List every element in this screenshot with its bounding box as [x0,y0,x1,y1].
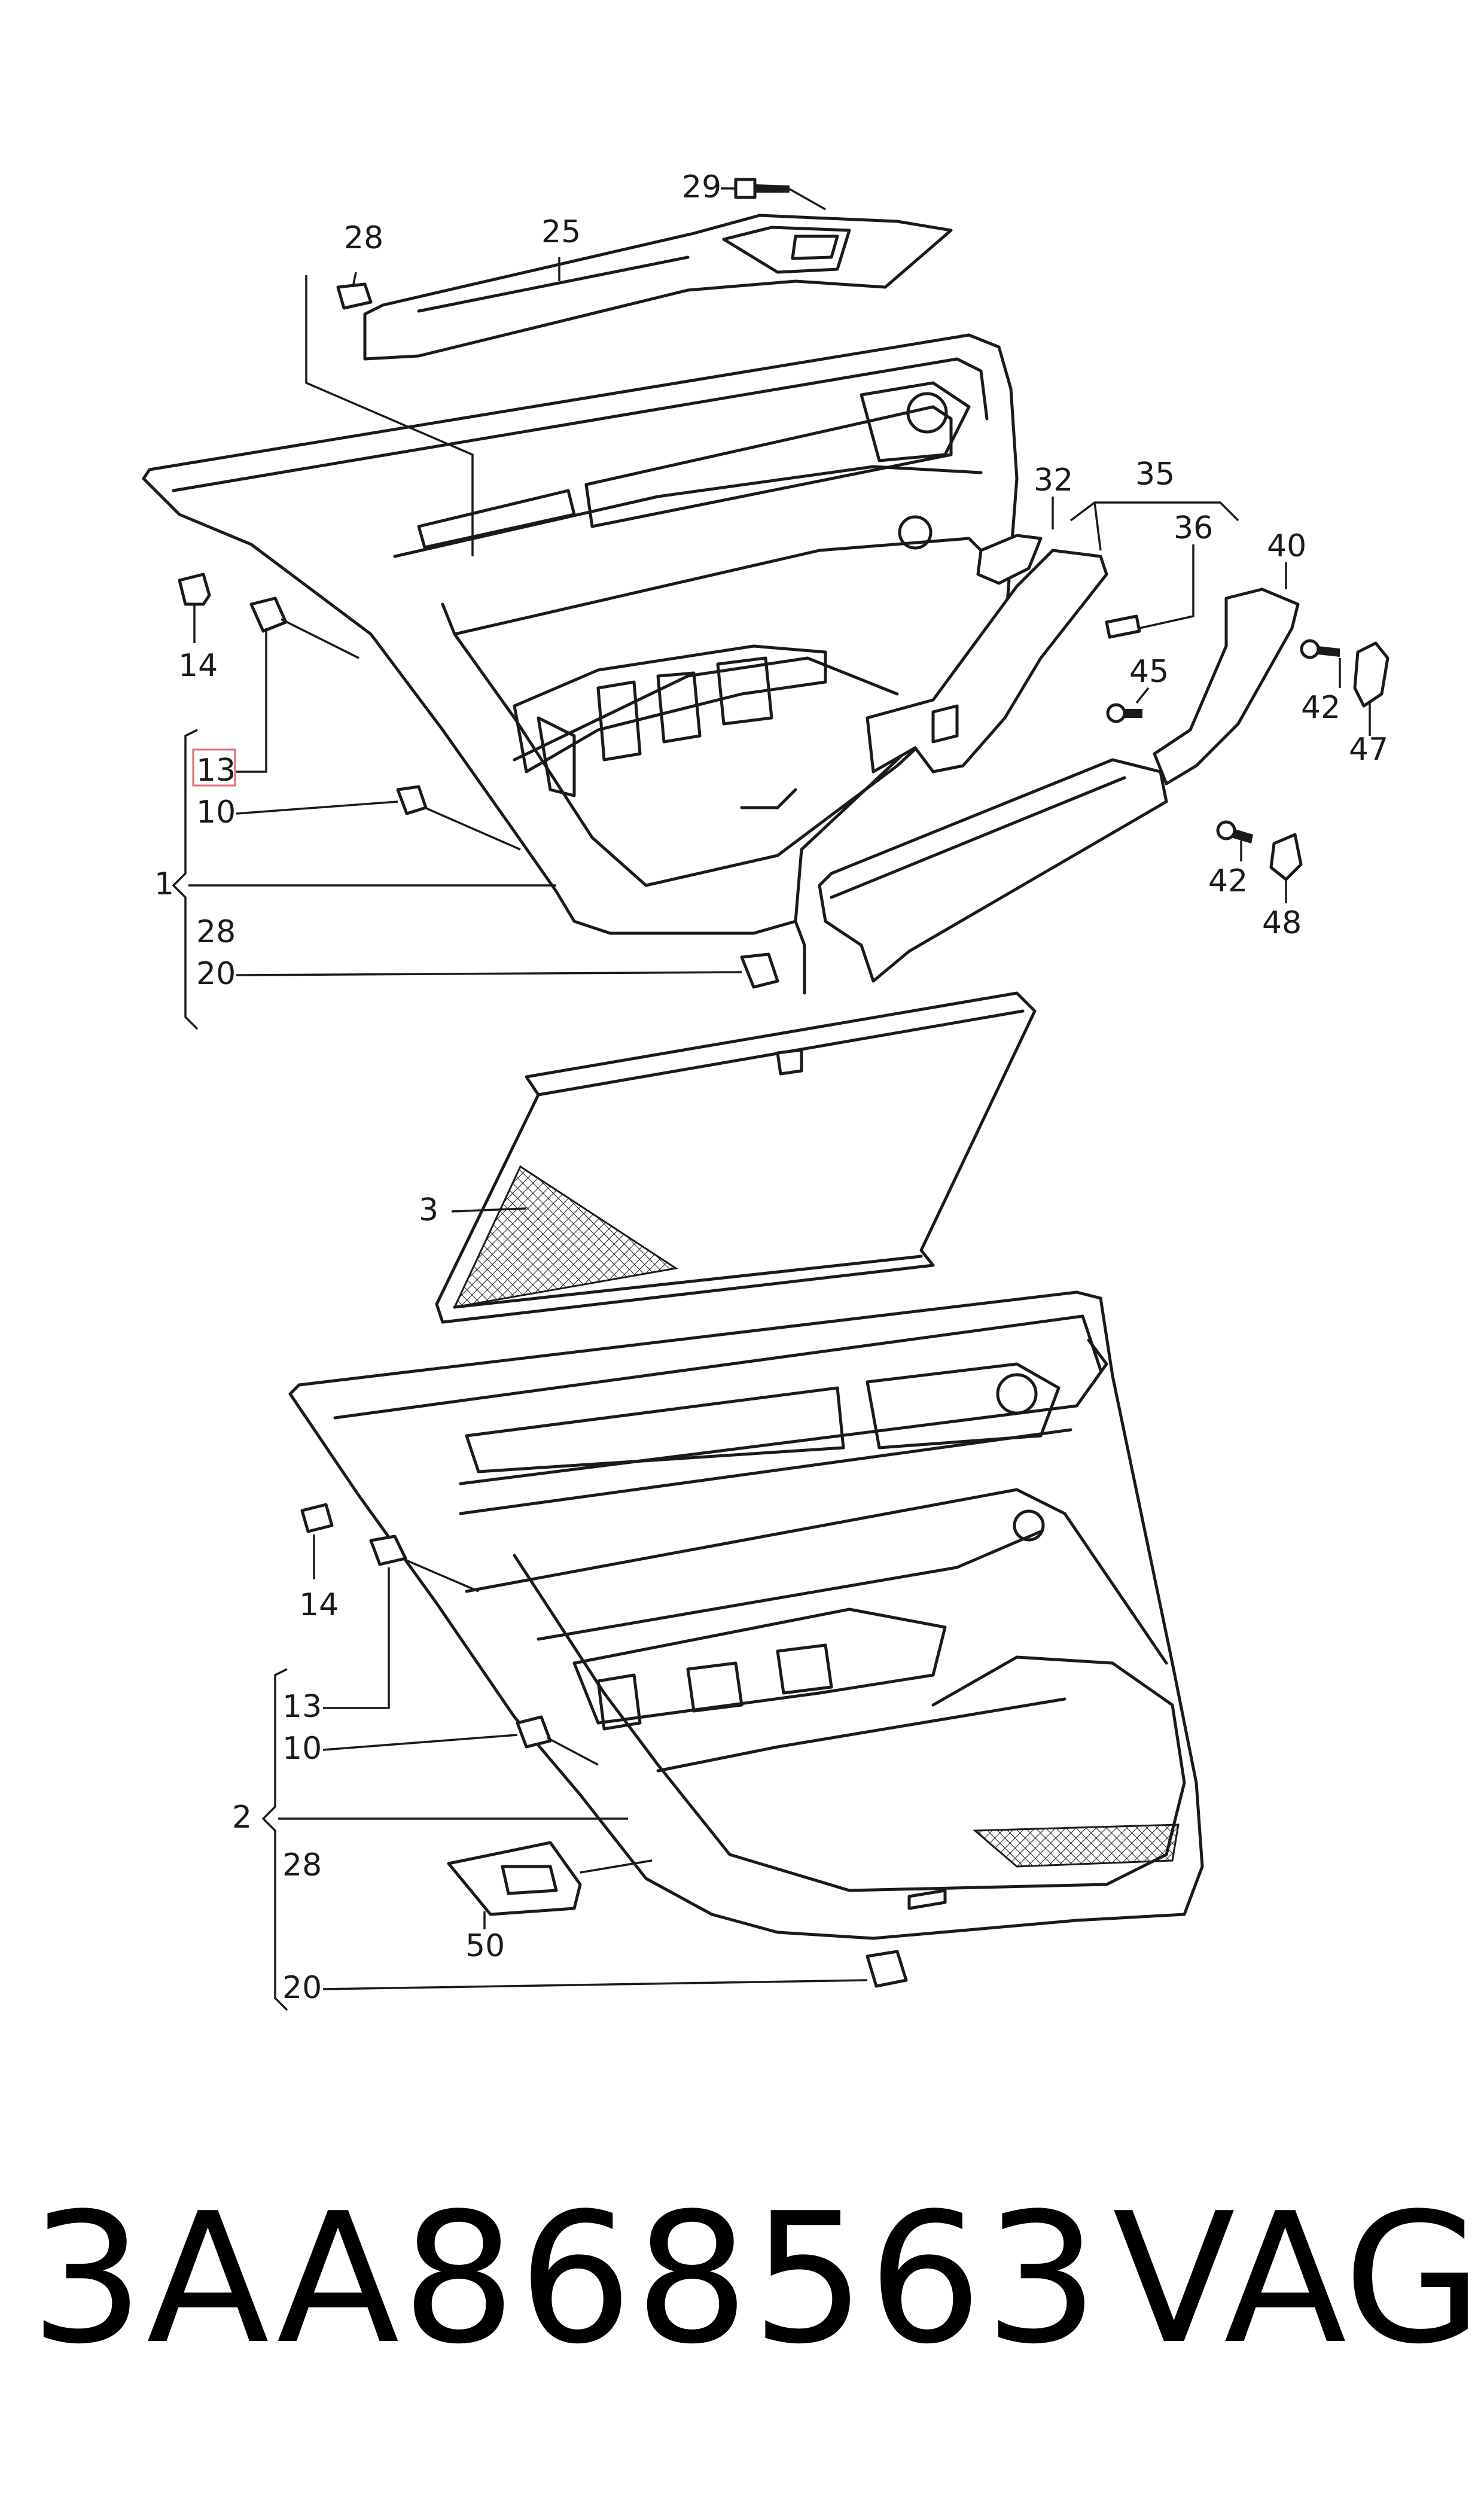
callout-42-b: 42 [1208,863,1248,899]
trim-strip-25 [363,214,953,361]
screw-45 [1106,703,1142,723]
callout-36: 36 [1174,510,1213,546]
callout-20-bot: 20 [282,1970,322,2006]
callout-13-bot: 13 [282,1689,322,1725]
callout-1: 1 [154,866,174,902]
clip-14-top [178,573,211,606]
callout-14-bot: 14 [299,1587,339,1623]
callout-2: 2 [232,1800,252,1835]
callout-35: 35 [1135,456,1175,492]
door-panel-1 [142,333,1019,995]
callout-47: 47 [1349,732,1388,768]
clip-13-bot [369,1534,479,1593]
clip-20-top [740,952,779,989]
callout-50: 50 [465,1928,505,1964]
clip-13-top [249,596,359,659]
callout-3: 3 [419,1192,438,1228]
clip-36 [1105,614,1141,639]
clip-20-bot [866,1950,908,1988]
callout-40: 40 [1267,528,1306,564]
pull-handle-40 [1153,587,1300,785]
clip-10-top [396,785,521,851]
bracket-35 [866,549,1108,774]
pocket-50 [447,1841,582,1916]
callout-29: 29 [682,169,721,205]
callout-28-mid: 28 [196,914,236,950]
cover-32 [976,534,1043,585]
clip-14-bot [300,1503,334,1533]
cap-47 [1353,641,1389,708]
callout-10-bot: 10 [282,1731,322,1767]
cap-48 [1269,833,1303,881]
callout-10-top: 10 [196,794,236,830]
clip-10-bot [516,1715,599,1766]
screw-29 [734,178,826,211]
callout-45: 45 [1129,654,1169,690]
callout-42-a: 42 [1301,690,1340,726]
callout-32: 32 [1034,462,1073,498]
mesh-insert-3 [435,991,1037,1324]
callout-28-top: 28 [344,220,383,256]
screw-42-a [1300,639,1340,659]
callout-14-top: 14 [178,648,218,684]
callout-28-bot: 28 [282,1847,322,1883]
brand-label: VAG [1113,2175,1483,2383]
door-panel-2 [288,1290,1204,1940]
callout-20-top: 20 [196,956,236,992]
callout-25: 25 [541,214,581,250]
armrest [818,758,1168,983]
leader-lines [172,187,1371,2011]
part-number-label: 3AA868563 [30,2175,1101,2383]
callout-13-top: 13 [196,753,236,788]
screw-42-b [1216,820,1253,844]
clip-28-top [336,272,373,310]
callout-48: 48 [1262,905,1302,941]
callout-13-highlight [192,748,236,787]
